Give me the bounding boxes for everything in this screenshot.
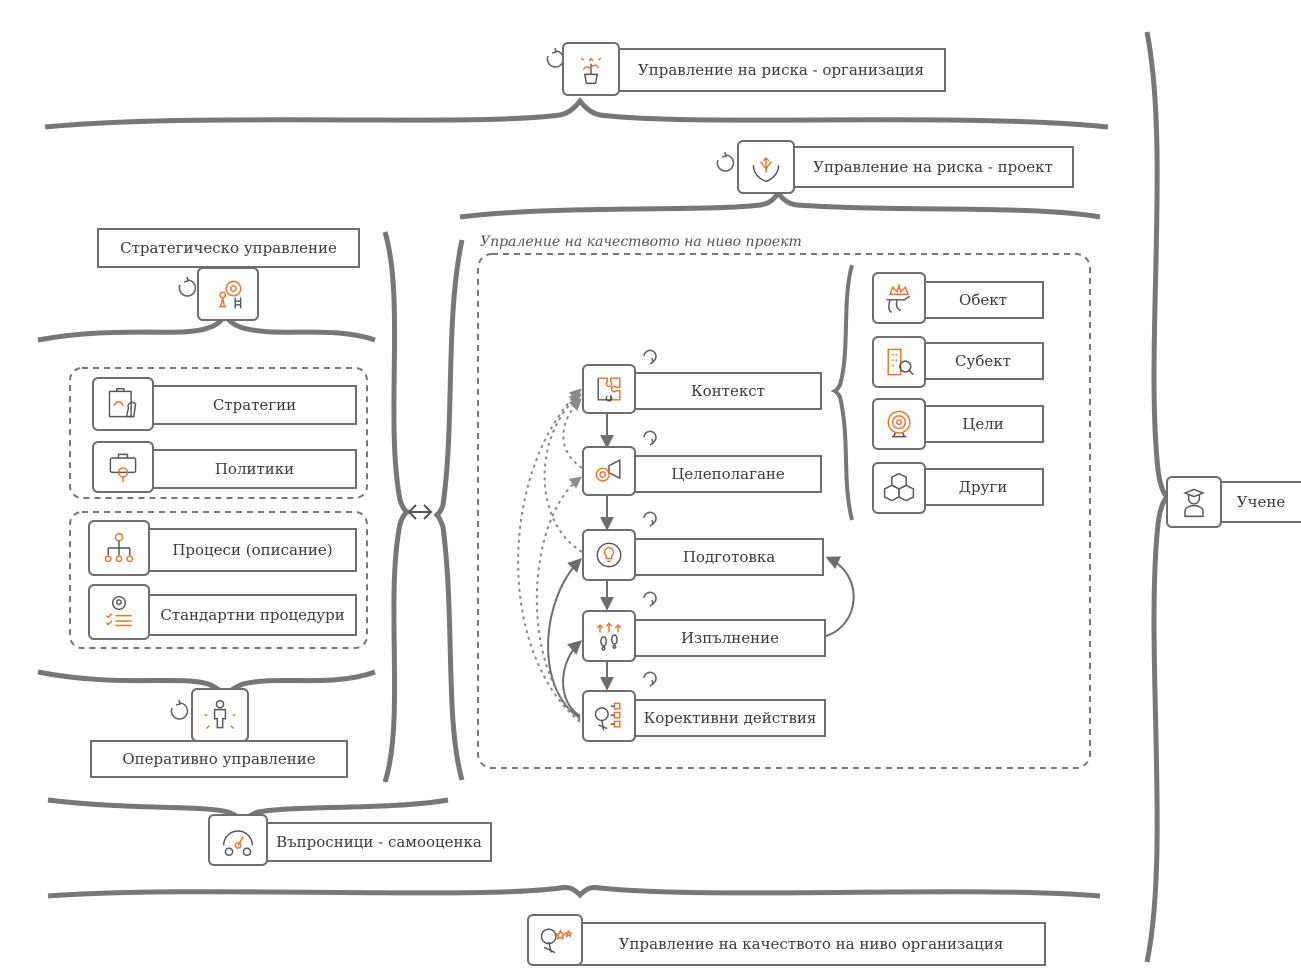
crown-hand-icon[interactable] — [872, 272, 926, 324]
arrow-exec-prep-loop — [825, 556, 855, 637]
goals-label[interactable]: Цели — [922, 405, 1044, 443]
learning-label[interactable]: Учене — [1219, 481, 1301, 523]
manager-icon[interactable] — [191, 688, 249, 742]
cycle-icon-operational — [170, 699, 189, 720]
dotted-prep-context — [543, 393, 583, 553]
bulb-gears-icon[interactable] — [582, 529, 636, 581]
touch-stars-icon[interactable] — [527, 914, 583, 966]
dotted-goal-context — [562, 398, 583, 469]
cycle-icon-exec — [643, 591, 657, 607]
execution-label[interactable]: Изпълнение — [634, 619, 826, 657]
quality-org-label[interactable]: Управление на качеството на ниво организ… — [576, 922, 1046, 966]
preparation-label[interactable]: Подготовка — [634, 538, 824, 576]
procedures-label[interactable]: Стандартни процедури — [148, 594, 357, 636]
strategic-label[interactable]: Стратегическо управление — [97, 228, 360, 268]
quality-project-group — [477, 253, 1091, 769]
double-arrow-icon — [407, 504, 433, 520]
cycle-icon-goal — [643, 430, 657, 446]
graduate-icon[interactable] — [1166, 476, 1222, 528]
cubes-icon[interactable] — [872, 462, 926, 514]
brace-risk-org — [44, 96, 1109, 130]
brace-risk-project — [459, 188, 1101, 220]
cycle-icons — [170, 47, 735, 720]
puzzle-icon[interactable] — [582, 364, 636, 414]
quality-project-title: Упраление на качеството на ниво проект — [480, 234, 802, 250]
questionnaires-label[interactable]: Въпросници - самооценка — [266, 822, 492, 862]
strategy-board-icon[interactable] — [92, 377, 154, 431]
strategies-label[interactable]: Стратегии — [152, 385, 357, 425]
cycle-icon-prep — [643, 511, 657, 527]
object-label[interactable]: Обект — [922, 281, 1044, 319]
touch-checklist-icon[interactable] — [582, 690, 636, 742]
hands-arrows-icon[interactable] — [737, 140, 795, 194]
cycle-icon-risk-org — [546, 47, 565, 68]
briefcase-search-icon[interactable] — [92, 441, 154, 493]
brace-object-group — [830, 264, 854, 521]
building-search-icon[interactable] — [872, 336, 926, 388]
footsteps-icon[interactable] — [582, 610, 636, 662]
cycle-icon-risk-project — [716, 151, 735, 172]
chess-target-icon[interactable] — [197, 267, 259, 321]
checklist-person-icon[interactable] — [88, 584, 150, 640]
target-icon[interactable] — [872, 398, 926, 450]
policies-label[interactable]: Политики — [152, 449, 357, 489]
strategies-group — [69, 367, 368, 499]
cycle-icon-context — [643, 349, 657, 365]
arrow-corr-prep — [547, 558, 582, 719]
risk-org-label[interactable]: Управление на риска - организация — [616, 48, 946, 92]
corrective-label[interactable]: Корективни действия — [634, 699, 826, 737]
other-label[interactable]: Други — [922, 468, 1044, 506]
process-tree-icon[interactable] — [88, 520, 150, 576]
risk-project-label[interactable]: Управление на риска - проект — [792, 146, 1074, 188]
brace-bottom — [47, 885, 1101, 899]
feedback-arrows — [517, 388, 583, 723]
operational-label[interactable]: Оперативно управление — [90, 740, 348, 778]
flow-arrows — [547, 412, 855, 719]
processes-label[interactable]: Процеси (описание) — [148, 528, 357, 572]
processes-group — [69, 511, 368, 649]
brace-right — [1144, 31, 1171, 963]
megaphone-target-icon[interactable] — [582, 446, 636, 496]
cycle-icon-corr — [643, 671, 657, 687]
subject-label[interactable]: Субект — [922, 342, 1044, 380]
gauge-icon[interactable] — [208, 814, 268, 866]
cycle-icon-strategic — [178, 276, 197, 297]
goal-setting-label[interactable]: Целеполагане — [634, 455, 822, 493]
dotted-corr-context — [517, 388, 582, 723]
context-label[interactable]: Контекст — [634, 372, 822, 410]
brace-vertical-left — [382, 231, 412, 783]
brace-vertical-mid — [433, 239, 465, 781]
arrow-corr-exec — [562, 640, 583, 717]
plant-arrows-icon[interactable] — [562, 42, 620, 96]
dotted-corr-goal — [535, 476, 582, 721]
